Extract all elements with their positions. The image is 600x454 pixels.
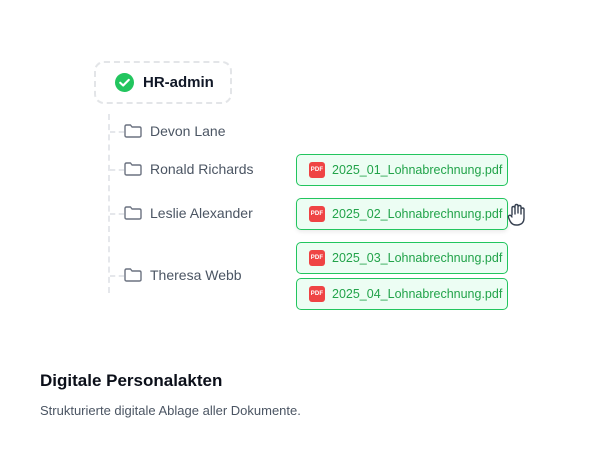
- employee-name: Theresa Webb: [150, 267, 242, 283]
- folder-icon: [124, 206, 142, 220]
- folder-icon: [124, 124, 142, 138]
- folder-icon: [124, 268, 142, 282]
- check-circle-icon: [115, 73, 134, 92]
- pdf-icon: PDF: [309, 162, 325, 178]
- file-name: 2025_01_Lohnabrechnung.pdf: [332, 163, 503, 177]
- file-name: 2025_02_Lohnabrechnung.pdf: [332, 207, 503, 221]
- tree-branch-connector: [110, 213, 124, 215]
- pdf-file-item[interactable]: PDF 2025_01_Lohnabrechnung.pdf: [296, 154, 508, 186]
- file-name: 2025_03_Lohnabrechnung.pdf: [332, 251, 503, 265]
- employee-name: Ronald Richards: [150, 161, 254, 177]
- employee-name: Leslie Alexander: [150, 205, 253, 221]
- hand-cursor-icon: [507, 203, 525, 226]
- section-description: Strukturierte digitale Ablage aller Doku…: [40, 403, 301, 418]
- pdf-icon: PDF: [309, 250, 325, 266]
- pdf-icon: PDF: [309, 286, 325, 302]
- tree-branch-connector: [110, 169, 124, 171]
- tree-branch-connector: [110, 275, 124, 277]
- pdf-icon: PDF: [309, 206, 325, 222]
- root-label: HR-admin: [143, 74, 214, 91]
- pdf-file-item[interactable]: PDF 2025_04_Lohnabrechnung.pdf: [296, 278, 508, 310]
- file-name: 2025_04_Lohnabrechnung.pdf: [332, 287, 503, 301]
- tree-vertical-connector: [108, 114, 110, 293]
- root-node[interactable]: HR-admin: [94, 61, 232, 104]
- pdf-file-item[interactable]: PDF 2025_03_Lohnabrechnung.pdf: [296, 242, 508, 274]
- tree-branch-connector: [110, 131, 124, 133]
- section-title: Digitale Personalakten: [40, 371, 223, 390]
- pdf-file-item[interactable]: PDF 2025_02_Lohnabrechnung.pdf: [296, 198, 508, 230]
- employee-name: Devon Lane: [150, 123, 226, 139]
- folder-icon: [124, 162, 142, 176]
